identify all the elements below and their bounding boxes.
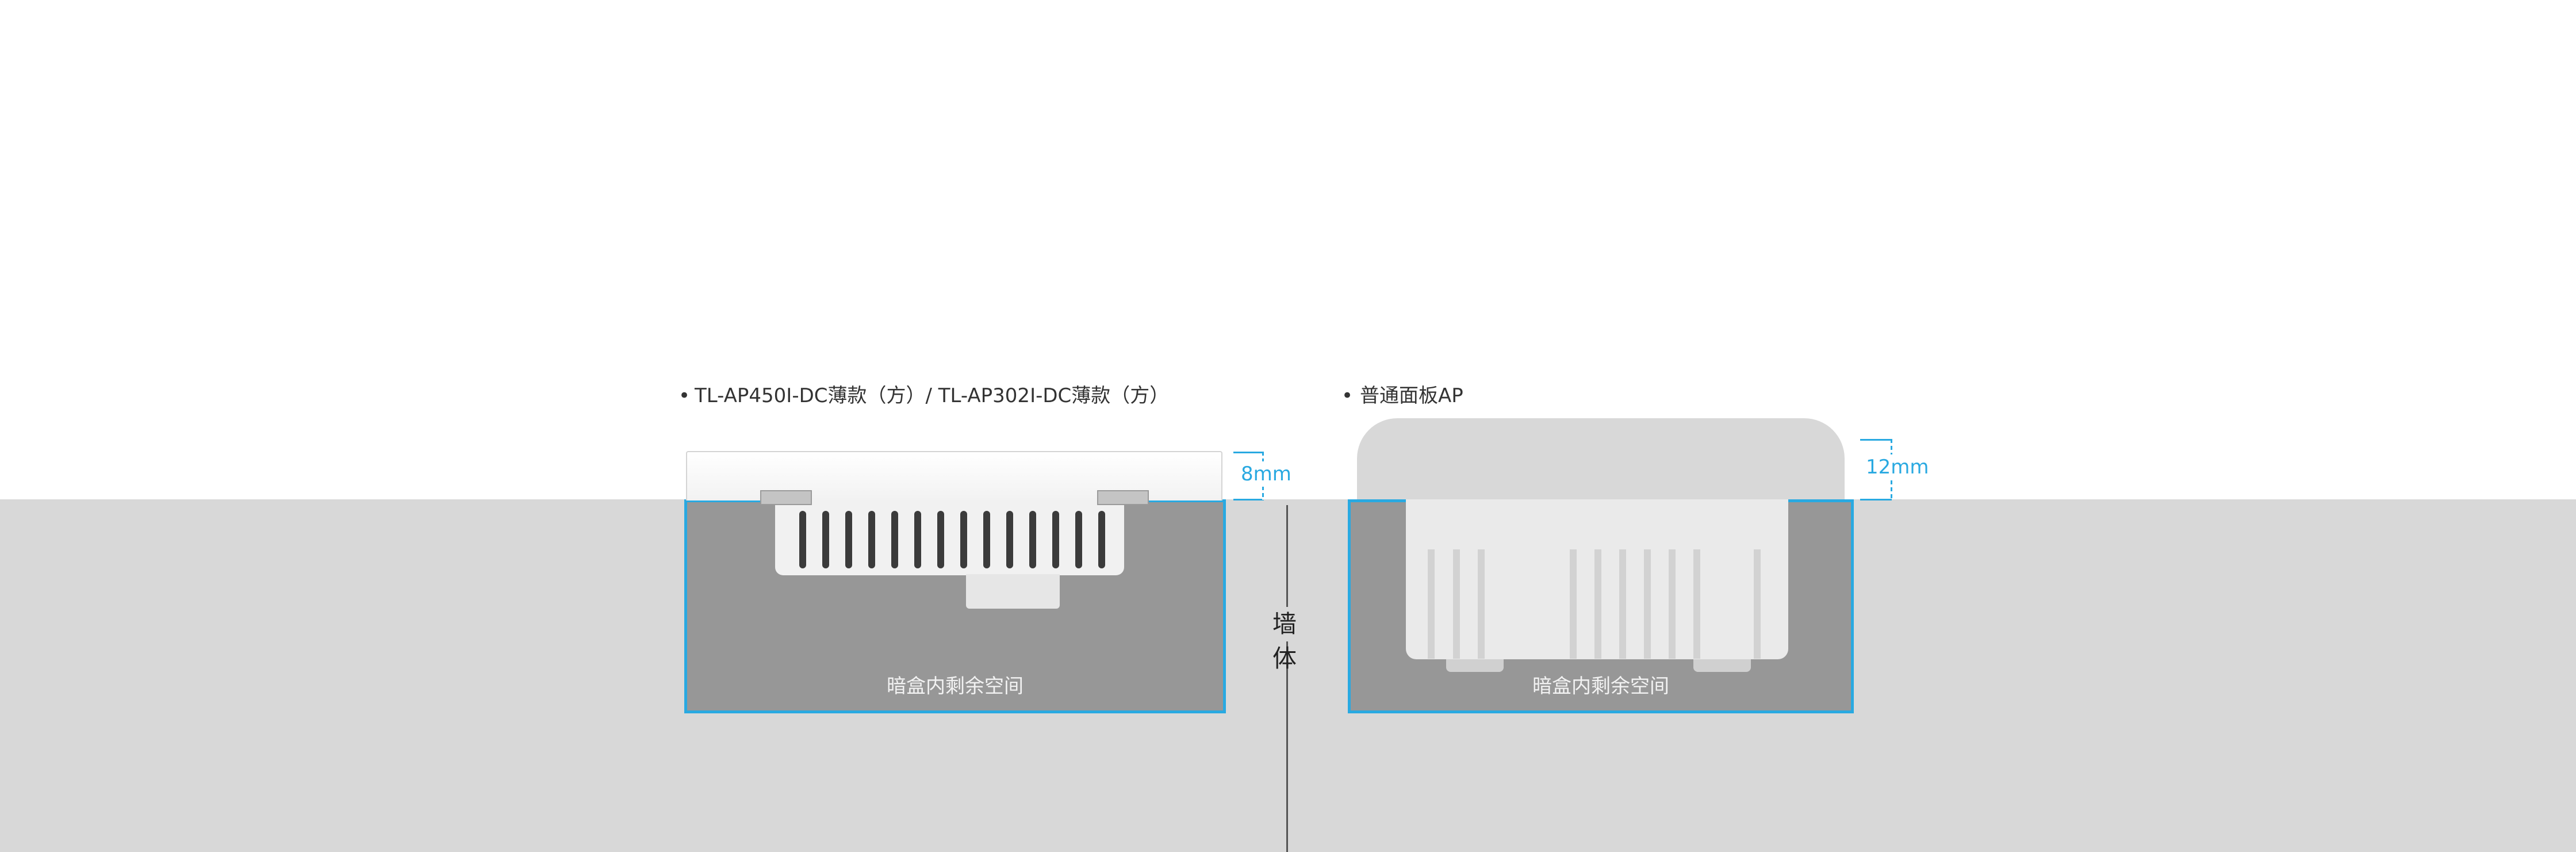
vent-slot: [891, 511, 898, 568]
bullet-icon: •: [678, 384, 691, 407]
bullet-icon: •: [1341, 384, 1354, 407]
rib: [1478, 549, 1485, 659]
rib: [1669, 549, 1676, 659]
left-ap-body: [775, 499, 1124, 575]
right-ap-panel: [1357, 418, 1845, 500]
vent-slot: [1052, 511, 1059, 568]
rib: [1754, 549, 1761, 659]
vent-slot: [1098, 511, 1105, 568]
left-ap-clip-left: [760, 490, 812, 505]
wall-label: 墙 体: [1254, 607, 1322, 673]
right-ap-foot-left: [1446, 659, 1504, 672]
rib: [1644, 549, 1651, 659]
right-backbox-label: 暗盒内剩余空间: [1532, 675, 1669, 698]
right-dimension-label: 12mm: [1865, 454, 1930, 480]
vent-slot: [799, 511, 806, 568]
rib: [1619, 549, 1626, 659]
vent-slot: [822, 511, 829, 568]
vent-slot: [914, 511, 921, 568]
vent-slot: [983, 511, 990, 568]
wall: [0, 499, 2576, 852]
wall-divider-line: [1286, 505, 1288, 852]
left-dim-bottom-line: [1233, 499, 1262, 500]
left-backbox-label: 暗盒内剩余空间: [887, 675, 1023, 698]
right-dim-top-line: [1860, 439, 1892, 441]
left-ap-clip-right: [1097, 490, 1149, 505]
vent-slot: [1029, 511, 1036, 568]
rib: [1453, 549, 1460, 659]
vent-slot: [1075, 511, 1082, 568]
vent-slot: [845, 511, 852, 568]
rib: [1570, 549, 1577, 659]
right-ap-foot-right: [1693, 659, 1751, 672]
left-dimension-label: 8mm: [1240, 461, 1293, 487]
rib: [1428, 549, 1435, 659]
rib: [1594, 549, 1601, 659]
rib: [1693, 549, 1700, 659]
left-dim-top-line: [1233, 452, 1262, 453]
left-device-title: TL-AP450I-DC薄款（方）/ TL-AP302I-DC薄款（方）: [695, 384, 1170, 407]
vent-slot: [1006, 511, 1013, 568]
vent-slot: [937, 511, 944, 568]
right-dim-bottom-line: [1860, 499, 1892, 500]
vent-slot: [868, 511, 875, 568]
left-ap-connector: [966, 574, 1060, 609]
right-device-title: 普通面板AP: [1360, 384, 1463, 407]
vent-slot: [960, 511, 967, 568]
